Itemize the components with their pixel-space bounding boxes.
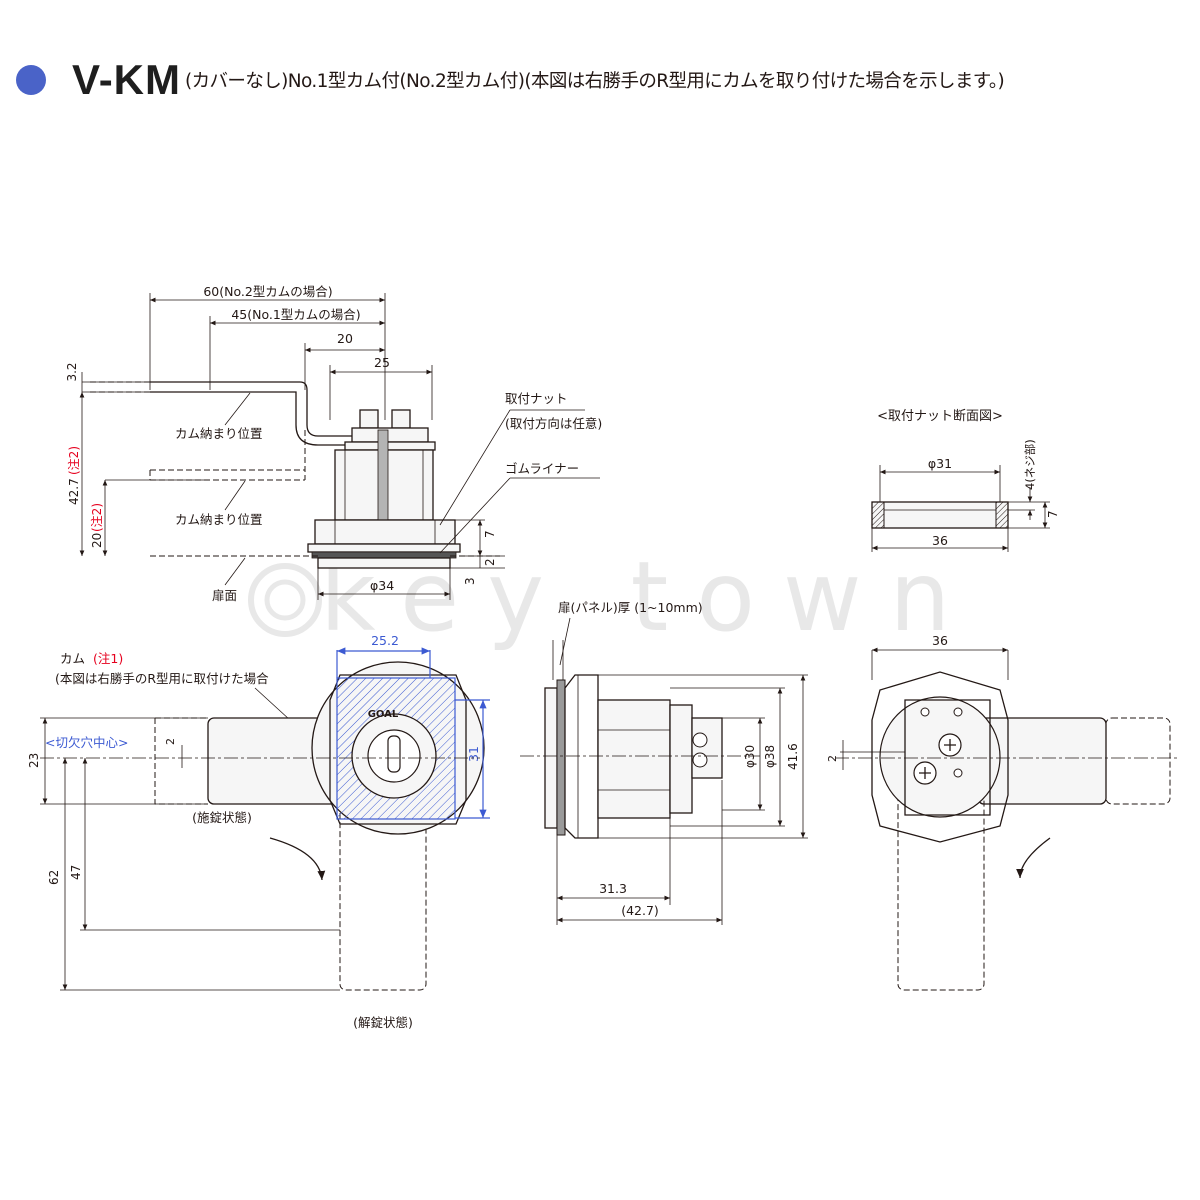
- dim-2: 2: [483, 558, 497, 566]
- dim-31: 31: [466, 746, 481, 762]
- back-view: 36 2: [826, 633, 1180, 991]
- front-view: カム (注1) (本図は右勝手のR型用に取付けた場合 GOAL 25.2 31 …: [27, 633, 490, 1030]
- watermark-logo: [248, 563, 322, 637]
- dim-phi30: φ30: [743, 745, 757, 768]
- door-face-label: 扉面: [212, 588, 237, 603]
- side-view: 60(No.2型カムの場合) 45(No.1型カムの場合) 20 25 3.2 …: [65, 284, 602, 603]
- dim-7: 7: [483, 530, 497, 538]
- dim-62: 62: [47, 870, 61, 885]
- dim-42-7: 42.7: [67, 478, 81, 505]
- nut-section-view: <取付ナット断面図> φ31 36 4(ネジ部) 7: [871, 409, 1060, 552]
- dim-42-7-paren: (42.7): [621, 903, 659, 918]
- unlocked-state-label: (解錠状態): [353, 1015, 413, 1030]
- dim-20-note: (注2): [89, 503, 104, 532]
- dim-60: 60(No.2型カムの場合): [203, 284, 332, 299]
- cam-position-1: カム納まり位置: [175, 426, 263, 441]
- title-bullet: [16, 65, 46, 95]
- dim-20-side: 20: [90, 533, 104, 548]
- dim-36-back: 36: [932, 633, 948, 648]
- dim-phi38: φ38: [763, 745, 777, 768]
- page-subtitle: (カバーなし)No.1型カム付(No.2型カム付)(本図は右勝手のR型用にカムを…: [185, 71, 1005, 92]
- panel-thickness-label: 扉(パネル)厚 (1~10mm): [558, 600, 703, 615]
- cam-label: カム: [60, 651, 85, 666]
- dim-41-6: 41.6: [786, 743, 800, 770]
- page-header: V-KM (カバーなし)No.1型カム付(No.2型カム付)(本図は右勝手のR型…: [16, 52, 1005, 108]
- dim-25: 25: [374, 355, 390, 370]
- dim-3-2: 3.2: [65, 362, 79, 381]
- dim-2-front: 2: [164, 738, 177, 745]
- nut-label: 取付ナット: [505, 391, 568, 406]
- section-4: 4(ネジ部): [1023, 439, 1037, 490]
- section-36: 36: [932, 533, 948, 548]
- section-phi31: φ31: [928, 456, 952, 471]
- dim-23: 23: [27, 753, 41, 768]
- cam-position-2: カム納まり位置: [175, 512, 263, 527]
- dim-42-7-note: (注2): [66, 446, 81, 475]
- locked-state-label: (施錠状態): [192, 810, 252, 825]
- dim-25-2: 25.2: [371, 633, 399, 648]
- dim-3: 3: [463, 577, 477, 585]
- cam-note: (注1): [93, 651, 123, 666]
- dim-2-back: 2: [826, 755, 839, 762]
- dim-47: 47: [69, 865, 83, 880]
- nut-section-title: <取付ナット断面図>: [877, 409, 1003, 424]
- nut-direction: (取付方向は任意): [505, 416, 602, 431]
- dim-20: 20: [337, 331, 353, 346]
- model-name: V-KM: [72, 56, 181, 103]
- cam-description: (本図は右勝手のR型用に取付けた場合: [55, 671, 269, 686]
- cutout-center-label: <切欠穴中心>: [45, 735, 128, 750]
- watermark-logo-inner: [264, 579, 306, 621]
- dim-31-3: 31.3: [599, 881, 627, 896]
- rubber-liner-label: ゴムライナー: [505, 461, 579, 476]
- section-7: 7: [1046, 510, 1060, 518]
- brand-mark: GOAL: [368, 709, 399, 720]
- dim-45: 45(No.1型カムの場合): [231, 307, 360, 322]
- side-section-view: 扉(パネル)厚 (1~10mm) φ30 φ38 41.6: [520, 600, 808, 925]
- dim-phi34: φ34: [370, 578, 394, 593]
